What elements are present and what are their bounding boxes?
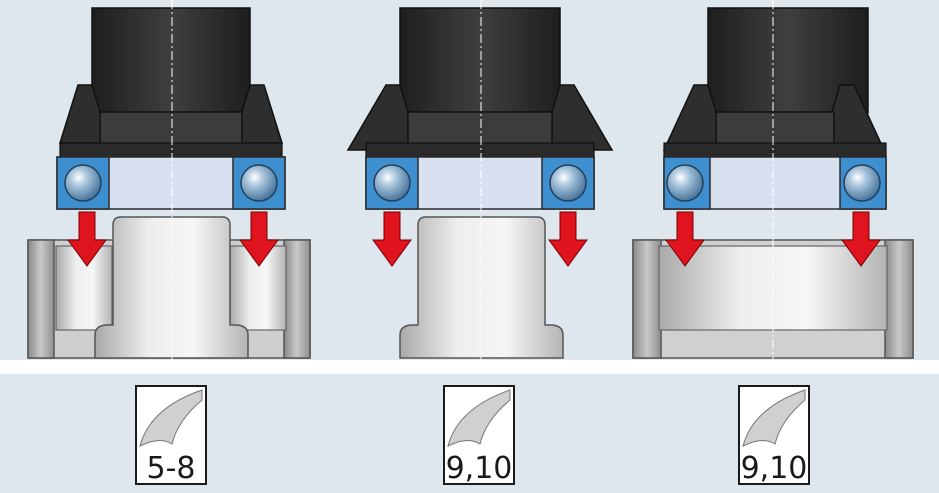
page-ref-label: 5-8 — [147, 451, 196, 486]
page-curl-icon — [447, 389, 511, 447]
mounting-tool-3 — [662, 7, 887, 158]
down-arrow-icon — [665, 211, 705, 267]
ball-icon — [666, 164, 704, 202]
bearing-1 — [56, 156, 286, 210]
ball-icon — [373, 164, 411, 202]
mounting-tool-2 — [346, 7, 614, 158]
down-arrow-icon — [841, 211, 881, 267]
bearing-2 — [365, 156, 595, 210]
panel-1 — [27, 0, 311, 360]
ball-icon — [240, 164, 278, 202]
down-arrow-icon — [548, 211, 588, 267]
bearing-3 — [663, 156, 887, 210]
separator — [0, 360, 939, 374]
down-arrow-icon — [372, 211, 412, 267]
panel-3 — [632, 0, 914, 360]
down-arrow-icon — [67, 211, 107, 267]
down-arrow-icon — [239, 211, 279, 267]
page-ref-2[interactable]: 9,10 — [443, 385, 515, 486]
page-curl-icon — [139, 389, 203, 447]
page-ref-3[interactable]: 9,10 — [738, 385, 810, 486]
page-ref-label: 9,10 — [741, 451, 808, 486]
page-ref-label: 9,10 — [446, 451, 513, 486]
ball-icon — [64, 164, 102, 202]
page-ref-1[interactable]: 5-8 — [135, 385, 207, 486]
panel-2 — [346, 0, 614, 360]
ball-icon — [843, 164, 881, 202]
shaft-1 — [94, 216, 249, 359]
page-curl-icon — [742, 389, 806, 447]
shaft-2 — [399, 216, 564, 359]
ball-icon — [549, 164, 587, 202]
mounting-tool-1 — [58, 7, 284, 158]
